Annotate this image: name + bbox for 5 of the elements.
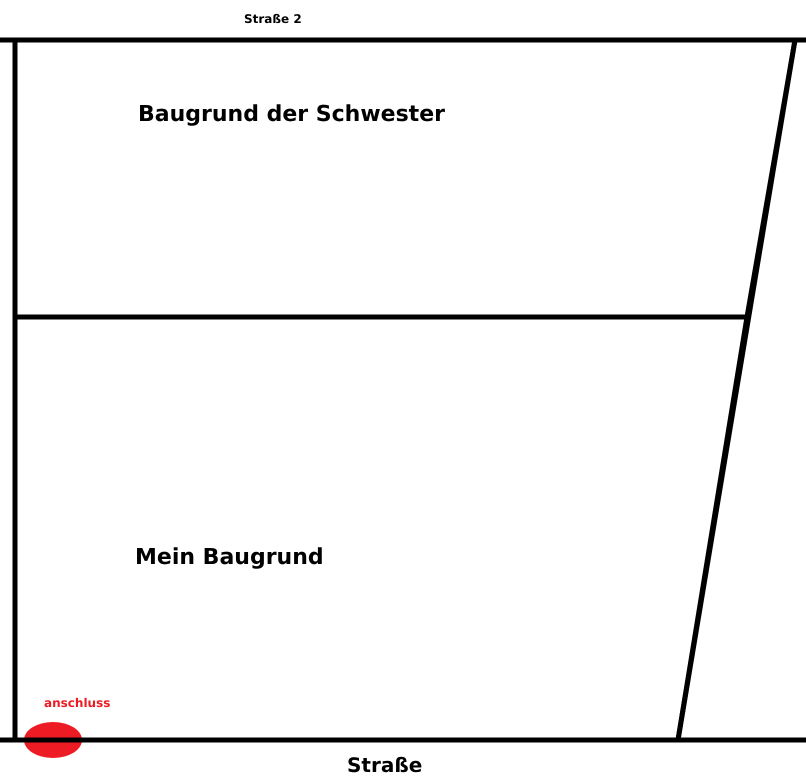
plot-label: Baugrund der Schwester bbox=[138, 102, 445, 127]
street-name: Straße bbox=[347, 753, 422, 777]
street-name: Straße 2 bbox=[244, 12, 302, 26]
marker-caption: anschluss bbox=[44, 696, 110, 710]
plot-label: Mein Baugrund bbox=[135, 545, 324, 570]
